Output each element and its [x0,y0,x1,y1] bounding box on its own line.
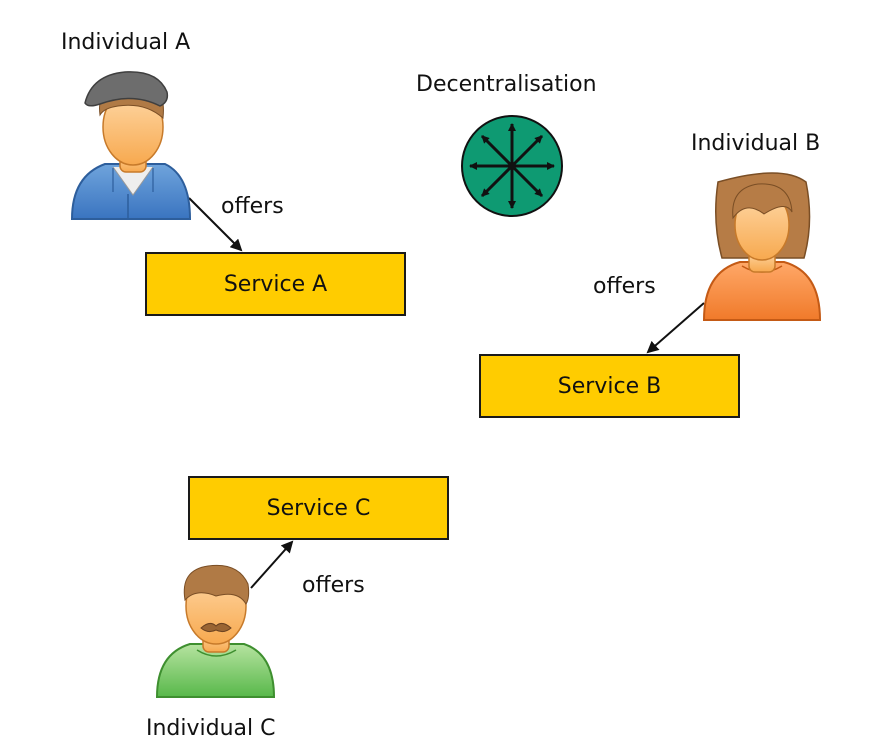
edge-b-arrow [646,302,705,354]
individual-b-label: Individual B [691,131,821,156]
individual-a-avatar-icon [70,71,192,220]
individual-a-label: Individual A [61,30,191,55]
edge-c-arrow [250,540,294,589]
decentralisation-icon [461,115,563,217]
individual-c-label: Individual C [146,716,276,741]
service-a-box: Service A [145,252,406,316]
service-b-box: Service B [479,354,740,418]
edge-a-arrow [188,197,243,252]
edge-c-label: offers [302,573,365,598]
diagram-title: Decentralisation [416,72,597,97]
individual-c-avatar-icon [155,564,276,698]
edge-b-label: offers [593,274,656,299]
edge-a-label: offers [221,194,284,219]
individual-b-avatar-icon [702,172,822,321]
service-c-box: Service C [188,476,449,540]
